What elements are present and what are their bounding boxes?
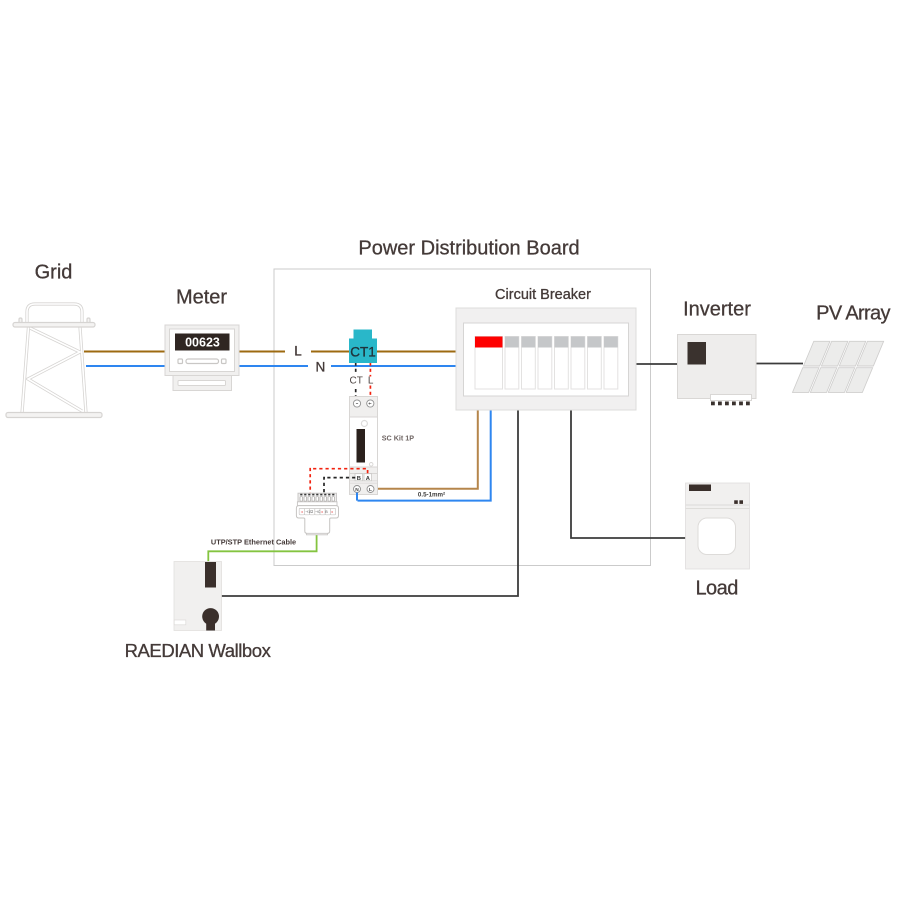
svg-text:B: B [357,476,361,482]
svg-text:00623: 00623 [185,336,220,350]
svg-text:◄: ◄ [320,510,323,514]
svg-text:◄: ◄ [330,510,333,514]
svg-text:⊣C: ⊣C [315,510,321,514]
svg-text:A: A [366,476,371,482]
svg-text:N: N [355,487,359,493]
svg-text:◄: ◄ [300,510,303,514]
svg-text:B: B [325,510,328,514]
svg-text:L: L [369,487,372,493]
svg-text:CT1: CT1 [350,345,376,360]
svg-text:℧: ℧ [310,510,313,514]
svg-text:⊣1: ⊣1 [305,510,310,514]
